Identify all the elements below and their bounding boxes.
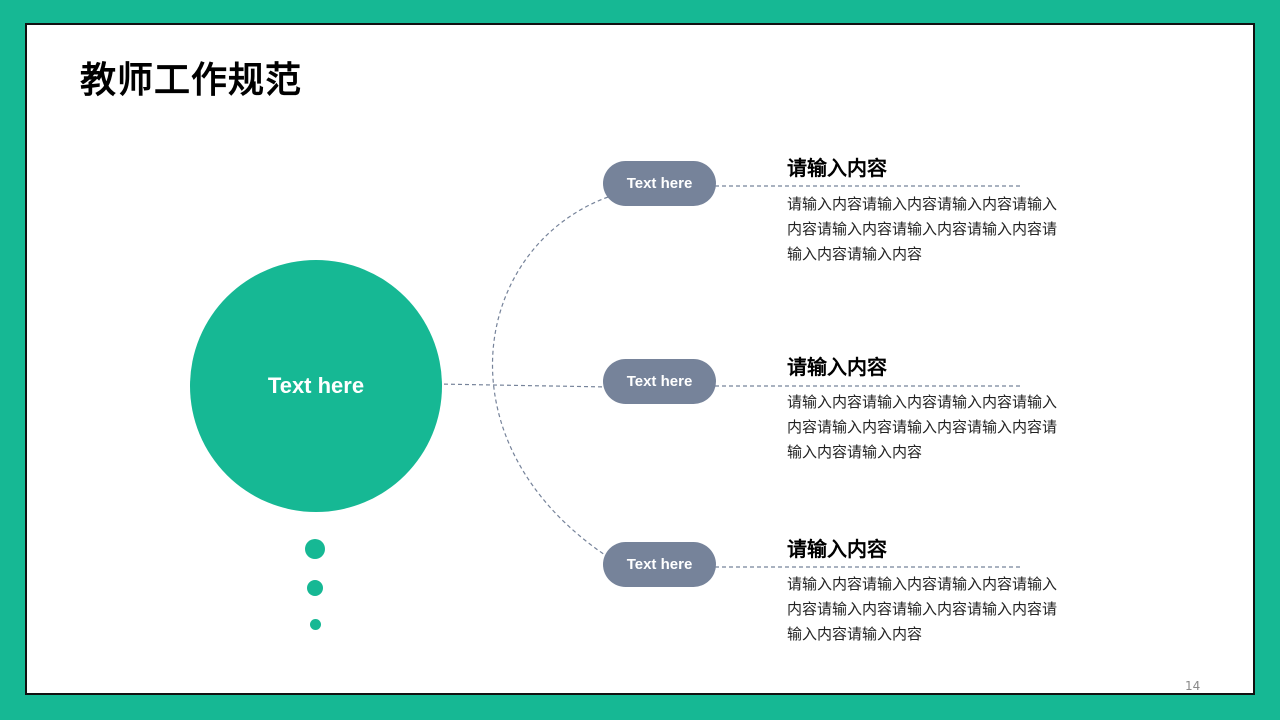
decorative-dot-medium [307, 580, 323, 596]
center-circle: Text here [190, 260, 442, 512]
slide: 教师工作规范 Text here Text here 请输入内容 请输入内容请输… [25, 23, 1255, 695]
item-heading-1: 请输入内容 [787, 156, 887, 180]
slide-title: 教师工作规范 [80, 60, 303, 101]
arc-connector [491, 196, 609, 558]
item-pill-label: Text here [626, 373, 693, 390]
item-body-3: 请输入内容请输入内容请输入内容请输入内容请输入内容请输入内容请输入内容请输入内容… [787, 575, 1058, 643]
item-heading-2: 请输入内容 [787, 355, 887, 379]
item-body-1: 请输入内容请输入内容请输入内容请输入内容请输入内容请输入内容请输入内容请输入内容… [787, 195, 1058, 263]
item-pill-label: Text here [626, 556, 693, 573]
decorative-dot-small [310, 619, 321, 630]
center-label: Text here [267, 373, 365, 398]
connector-lines [436, 185, 1020, 568]
decorative-dot-large [305, 539, 325, 559]
item-pill-label: Text here [626, 175, 693, 192]
item-body-2: 请输入内容请输入内容请输入内容请输入内容请输入内容请输入内容请输入内容请输入内容… [787, 393, 1058, 461]
page-number: 14 [1185, 679, 1201, 693]
item-pill-3: Text here [603, 542, 716, 587]
item-pill-1: Text here [603, 161, 716, 206]
center-connector [436, 383, 609, 388]
item-pill-2: Text here [603, 359, 716, 404]
item-heading-3: 请输入内容 [787, 537, 887, 561]
